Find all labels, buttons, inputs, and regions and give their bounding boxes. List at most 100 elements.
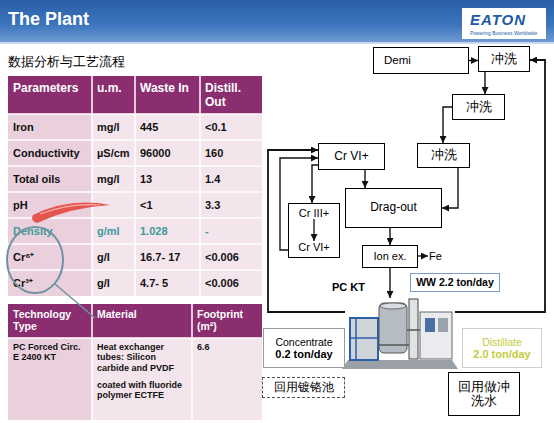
logo-wordmark: EATON	[466, 11, 544, 28]
table-cell: 96000	[135, 140, 200, 166]
node-text: Cr III+	[299, 207, 329, 220]
parameter-name: Cr⁶⁺	[8, 244, 92, 270]
parameter-name: Iron	[8, 114, 92, 140]
table-cell: <0.006	[200, 270, 262, 296]
process-box: Drag-out	[345, 188, 442, 228]
machine-frame	[350, 318, 378, 360]
flow-arrow	[484, 72, 485, 94]
machine-frame	[355, 318, 357, 360]
table-cell: µS/cm	[92, 140, 135, 166]
output-box: Concentrate0.2 ton/day	[263, 328, 345, 368]
flow-arrow	[443, 107, 452, 143]
parameter-name: Conductivity	[8, 140, 92, 166]
grid-line	[191, 304, 193, 420]
table-header-row	[8, 304, 262, 338]
node-text: 回用镀铬池	[274, 381, 334, 395]
machine-tank-top	[380, 303, 406, 309]
table-cell: 16.7- 17	[135, 244, 200, 270]
process-box: Ion ex.	[362, 245, 418, 268]
table-cell: 445	[135, 114, 200, 140]
leader-line	[55, 284, 95, 318]
reuse-box: 回用镀铬池	[262, 377, 345, 398]
table-cell: mg/l	[92, 114, 135, 140]
machine-pipe	[378, 330, 420, 345]
node-text: Distillate	[482, 336, 522, 348]
table-cell: 1.028	[135, 218, 200, 244]
table-header-cell: Footprint (m²)	[192, 304, 262, 338]
parameter-name: Cr³⁺	[8, 270, 92, 296]
flow-arrow	[364, 170, 365, 188]
table-cell: PC Forced Circ. E 2400 KT	[8, 338, 92, 420]
table-cell: g/l	[92, 270, 135, 296]
reuse-box: 回用做冲洗水	[448, 372, 520, 416]
flow-arrow	[268, 150, 345, 312]
rinse-box: 冲洗	[478, 46, 530, 72]
node-text: Demi	[384, 54, 411, 67]
table-cell: 3.3	[200, 192, 262, 218]
conversion-arrow	[313, 219, 314, 241]
flow-arrow	[469, 60, 478, 61]
header-band	[0, 0, 554, 42]
node-text: 冲洗	[491, 52, 517, 66]
machine-frame	[350, 337, 378, 339]
node-text: 冲洗	[431, 148, 457, 162]
table-header-cell: u.m.	[92, 76, 135, 114]
table-body	[8, 338, 262, 420]
machine-panel	[438, 318, 448, 332]
table-cell: 1.4	[200, 166, 262, 192]
logo-tagline: Powering Business Worldwide	[466, 29, 546, 36]
header-rule	[0, 42, 554, 44]
highlight-swoosh	[40, 205, 100, 214]
machine-base	[342, 360, 458, 369]
table-first-column	[8, 114, 92, 296]
table-cell: g/ml	[92, 218, 135, 244]
table-first-column	[8, 338, 92, 420]
parameter-name: Total oils	[8, 166, 92, 192]
table-header-cell: Parameters	[8, 76, 92, 114]
grid-line	[91, 76, 93, 296]
output-label: Fe	[429, 248, 451, 264]
node-text: Cr VI+	[298, 241, 329, 254]
parameter-name: pH	[8, 192, 92, 218]
table-header-cell: Material	[92, 304, 192, 338]
node-text: 2.0 ton/day	[473, 348, 530, 361]
output-box: Distillate2.0 ton/day	[462, 328, 542, 368]
table-grid	[8, 304, 262, 420]
evaporator-unit: PC KT	[345, 298, 455, 368]
slide-title: The Plant	[8, 9, 89, 30]
node-text: 回用做冲洗水	[452, 380, 516, 409]
rinse-box: 冲洗	[417, 143, 470, 168]
parameter-name: Density	[8, 218, 92, 244]
output-arrow	[418, 255, 428, 256]
grid-line	[8, 337, 262, 339]
highlight-circle	[7, 227, 63, 293]
table-cell: coated with fluoride polymer ECTFE	[92, 376, 192, 420]
table-cell: g/l	[92, 244, 135, 270]
node-text: Concentrate	[275, 336, 332, 348]
table-cell: 160	[200, 140, 262, 166]
machine-column	[409, 299, 418, 359]
machine-cabinet	[420, 312, 452, 359]
table-cell: 4.7- 5	[135, 270, 200, 296]
machine-panel	[425, 318, 435, 332]
flow-arrow	[455, 60, 545, 312]
flow-arrow	[312, 165, 318, 203]
table-header-cell: Waste In	[135, 76, 200, 114]
grid-line	[134, 76, 136, 296]
evaporator-illustration	[342, 299, 458, 369]
table-grid	[8, 76, 262, 296]
flow-arrow	[280, 158, 318, 250]
node-text: Ion ex.	[373, 250, 406, 263]
flow-arrow	[389, 228, 390, 245]
table-cell: mg/l	[92, 166, 135, 192]
table-cell: Heat exchanger tubes: Silicon carbide an…	[92, 338, 192, 376]
rinse-box: 冲洗	[452, 94, 505, 120]
table-header-cell: Distill. Out	[200, 76, 262, 114]
reduction-box: Cr III+ Cr VI+	[288, 203, 340, 258]
node-text: 0.2 ton/day	[275, 348, 332, 361]
highlight-swoosh	[32, 203, 110, 223]
table-cell: -	[200, 218, 262, 244]
node-text: 冲洗	[466, 100, 492, 114]
flow-arrow	[389, 268, 390, 298]
